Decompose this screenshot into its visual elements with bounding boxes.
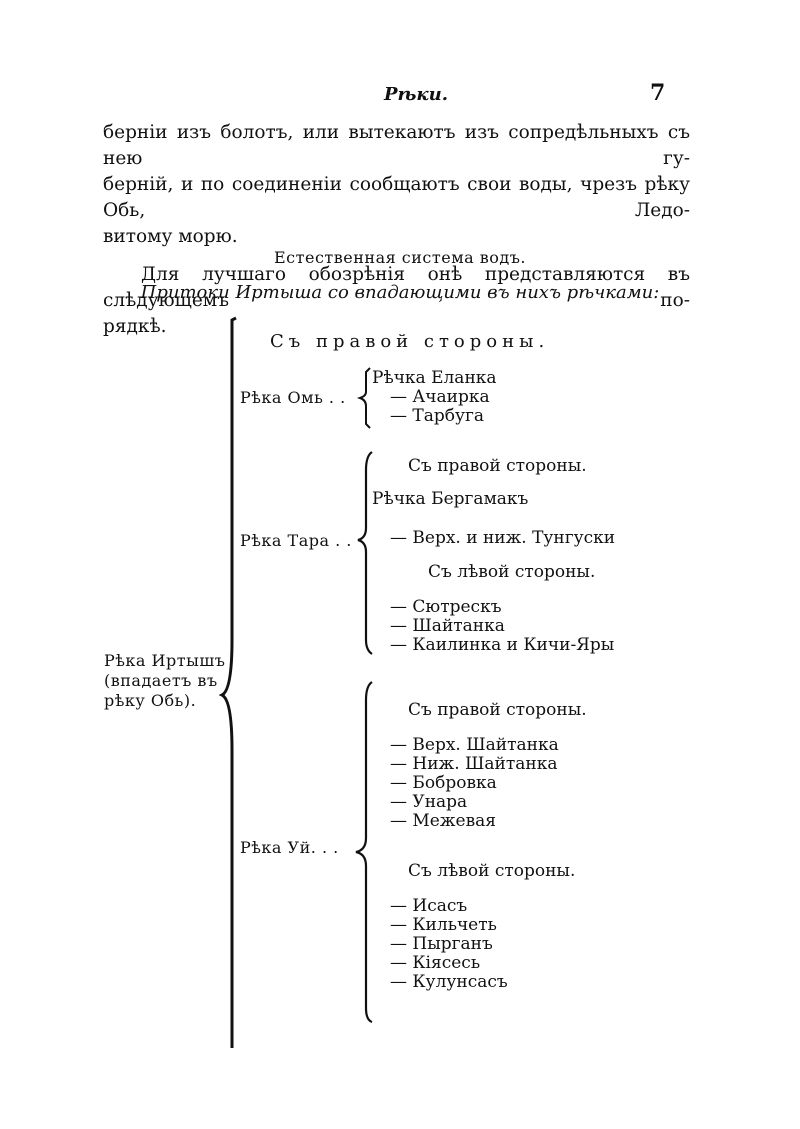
stream-item: — Тарбуга xyxy=(390,406,485,426)
main-river-line: рѣку Обь). xyxy=(104,691,197,710)
river-uy: Рѣка Уй. . . xyxy=(240,838,339,857)
tara-left-heading: Съ лѣвой стороны. xyxy=(428,562,596,582)
river-tara: Рѣка Тара . . xyxy=(240,531,352,550)
stream-item: — Исасъ xyxy=(390,896,468,916)
body-text: берніи изъ болотъ, или вытекаютъ изъ соп… xyxy=(103,120,690,340)
stream-item: — Кулунсасъ xyxy=(390,972,508,992)
paragraph-1-line: витому морю. xyxy=(103,226,238,247)
paragraph-2-line: рядкѣ. xyxy=(103,316,167,337)
section-title: Естественная система водъ. xyxy=(273,248,527,267)
river-om: Рѣка Омь . . xyxy=(240,388,346,407)
paragraph-1-line: берніи изъ болотъ, или вытекаютъ изъ соп… xyxy=(103,122,690,169)
main-brace xyxy=(218,316,237,1048)
stream-item: — Ниж. Шайтанка xyxy=(390,754,558,774)
stream-item: — Кіясесь xyxy=(390,953,481,973)
stream-item: — Сютрескъ xyxy=(390,597,502,617)
stream-item: — Пырганъ xyxy=(390,934,493,954)
main-river-line: Рѣка Иртышъ xyxy=(104,651,226,670)
running-title: Рѣки. xyxy=(384,84,448,105)
paragraph-1-line: берній, и по соединеніи сообщаютъ свои в… xyxy=(103,174,690,221)
stream-item: — Верх. и ниж. Тунгуски xyxy=(390,528,616,548)
main-river-line: (впадаетъ въ xyxy=(104,671,218,690)
stream-item: — Верх. Шайтанка xyxy=(390,735,559,755)
stream-item: — Каилинка и Кичи-Яры xyxy=(390,635,615,655)
tara-brace xyxy=(357,451,373,655)
om-brace xyxy=(356,367,371,429)
stream-item: — Бобровка xyxy=(390,773,497,793)
paragraph-1: берніи изъ болотъ, или вытекаютъ изъ соп… xyxy=(103,120,690,250)
stream-item: — Межевая xyxy=(390,811,497,831)
stream-item: — Шайтанка xyxy=(390,616,505,636)
paragraph-2-line: Для лучшаго обозрѣнія онѣ представляются… xyxy=(103,264,690,311)
stream-item: — Ачаирка xyxy=(390,387,490,407)
uy-brace xyxy=(355,681,373,1024)
paragraph-2: Для лучшаго обозрѣнія онѣ представляются… xyxy=(103,262,690,340)
stream-item: — Унара xyxy=(390,792,468,812)
uy-right-heading: Съ правой стороны. xyxy=(408,700,587,720)
stream-item: Рѣчка Бергамакъ xyxy=(372,489,529,509)
stream-item: Рѣчка Еланка xyxy=(372,368,497,388)
page-number: 7 xyxy=(650,80,666,106)
stream-item: — Кильчеть xyxy=(390,915,497,935)
top-right-side-heading: Съ правой стороны. xyxy=(270,331,550,352)
subtitle: Притоки Иртыша со впадающими въ нихъ рѣч… xyxy=(140,282,660,303)
tara-right-heading: Съ правой стороны. xyxy=(408,456,587,476)
uy-left-heading: Съ лѣвой стороны. xyxy=(408,861,576,881)
